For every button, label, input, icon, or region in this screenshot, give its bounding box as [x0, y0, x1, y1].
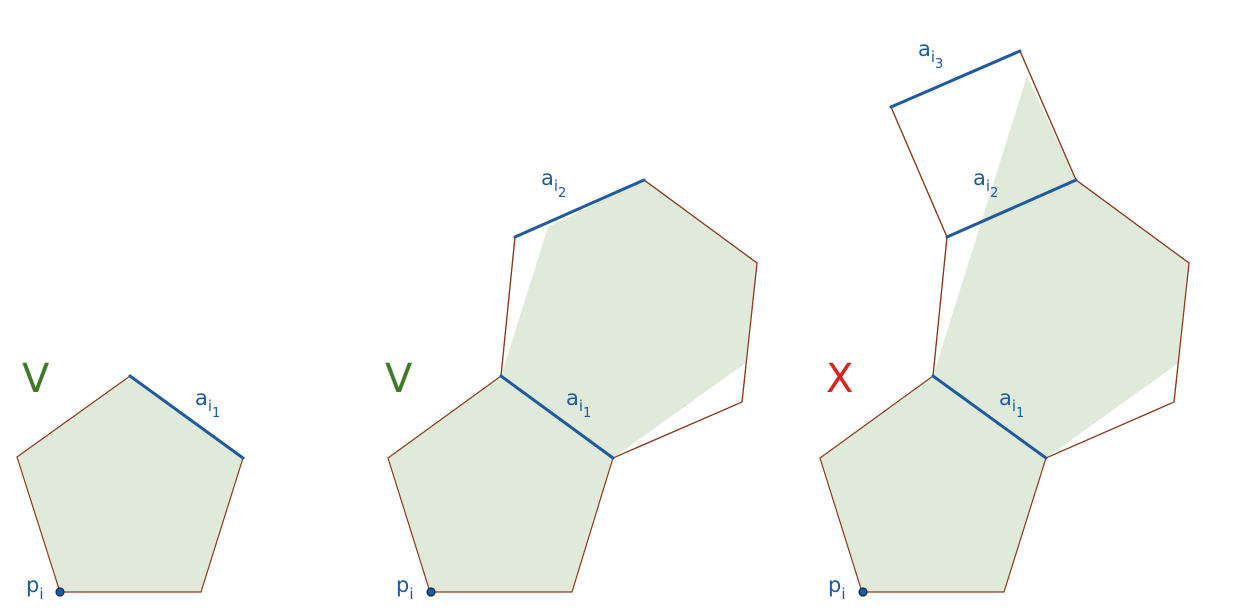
chain-shaded-region: [933, 76, 1189, 458]
pentagon-fill: [388, 376, 613, 592]
check-mark: V: [22, 356, 50, 402]
pentagon-fill: [17, 376, 243, 592]
pentagon-fill: [820, 376, 1046, 592]
edge-a-i3: [889, 49, 1022, 109]
edge-label-a-i3: ai3: [918, 37, 943, 72]
edge-label-a-i2: ai2: [973, 166, 998, 201]
panel-1: V ai1 pi: [16, 356, 245, 603]
hexagon-shaded-region: [501, 180, 757, 458]
check-mark: V: [385, 356, 413, 402]
edge-label-a-i2: ai2: [541, 166, 566, 201]
point-p-i: [426, 587, 436, 597]
point-label-p-i: pi: [396, 573, 414, 603]
point-label-p-i: pi: [828, 573, 846, 603]
panel-2: V ai1 ai2 pi: [385, 166, 758, 603]
point-p-i: [858, 587, 868, 597]
edge-a-i1: [499, 374, 615, 460]
edge-a-i2: [945, 178, 1078, 239]
panel-3: X ai1 ai2 ai3 pi: [819, 37, 1190, 603]
edge-a-i2: [513, 178, 646, 239]
edge-label-a-i1: ai1: [195, 386, 220, 421]
cross-mark: X: [826, 356, 853, 402]
point-p-i: [55, 587, 65, 597]
edge-label-a-i1: ai1: [999, 386, 1024, 421]
edge-a-i1: [128, 374, 245, 460]
edge-label-a-i1: ai1: [566, 386, 591, 421]
edge-a-i1: [931, 374, 1048, 460]
point-label-p-i: pi: [26, 573, 44, 603]
